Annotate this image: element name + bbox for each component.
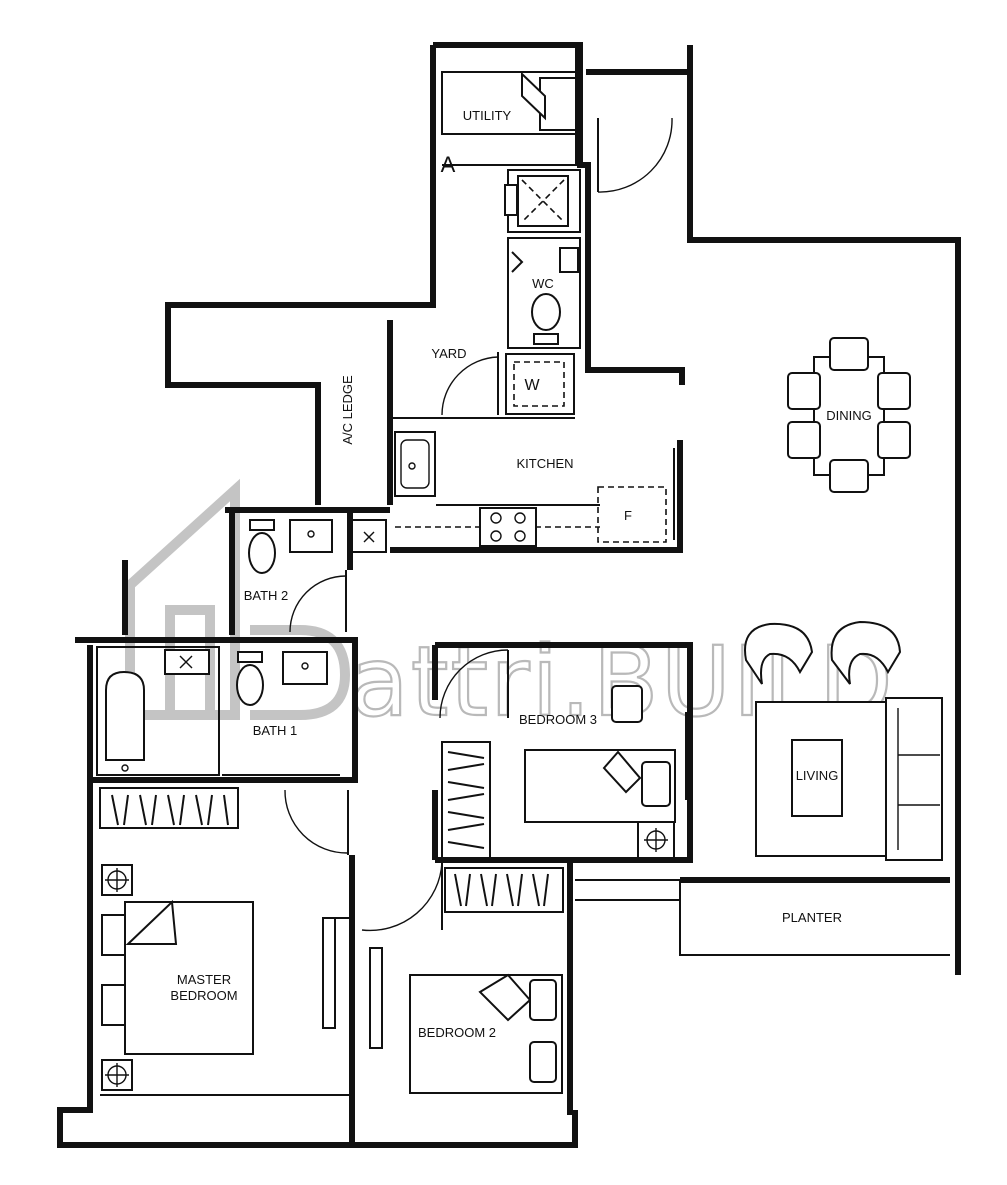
bath-2: BATH 2 <box>244 519 387 633</box>
bath1-label: BATH 1 <box>253 723 298 738</box>
bedroom3-chair <box>611 685 643 723</box>
bath1-cistern <box>237 651 263 663</box>
bath2-basin <box>289 519 333 553</box>
dining-chair <box>829 337 869 371</box>
bedroom-3: BEDROOM 3 <box>441 685 687 861</box>
bath1-shower <box>164 649 210 675</box>
wall-doors <box>322 917 383 1049</box>
bath1-basin <box>282 651 328 685</box>
bedroom2-pillow <box>529 1041 557 1083</box>
bedroom3-label: BEDROOM 3 <box>519 712 597 727</box>
living-label: LIVING <box>796 768 839 783</box>
bedroom3-pillow <box>641 761 671 807</box>
kitchen: F KITCHEN <box>390 417 675 547</box>
washer: W <box>505 353 575 415</box>
dining-chair <box>829 459 869 493</box>
washer-label: W <box>524 377 540 394</box>
yard-label: YARD <box>431 346 466 361</box>
wc-basin <box>559 247 579 273</box>
armchair <box>744 622 814 685</box>
dining-chair <box>787 372 821 410</box>
master-bedroom-label-2: BEDROOM <box>170 988 237 1003</box>
dining: DINING <box>787 337 911 493</box>
armchair <box>830 620 902 685</box>
bedroom3-light-point <box>637 821 675 859</box>
bedroom2-wardrobe-hangers <box>454 873 549 907</box>
coffee-table <box>791 739 843 817</box>
wc-room: WC <box>504 169 581 349</box>
bedroom3-wardrobe-hangers <box>447 751 485 849</box>
dining-chair <box>877 372 911 410</box>
walls <box>57 42 961 1148</box>
bedroom-2: BEDROOM 2 <box>409 867 564 1094</box>
fridge-label: F <box>624 508 632 523</box>
kitchen-hob <box>479 507 537 547</box>
master-bedroom-door <box>284 789 349 855</box>
bath-1: BATH 1 <box>96 646 340 776</box>
sofa <box>885 697 943 861</box>
dining-chair <box>877 421 911 459</box>
master-light-point <box>101 1059 133 1091</box>
bedroom2-pillow <box>529 979 557 1021</box>
ac-ledge-label: A/C LEDGE <box>340 375 355 445</box>
dining-label: DINING <box>826 408 872 423</box>
living: LIVING <box>744 620 943 861</box>
wc-label: WC <box>532 276 554 291</box>
fridge <box>597 486 667 543</box>
wc-toilet <box>531 293 561 331</box>
bedroom2-label: BEDROOM 2 <box>418 1025 496 1040</box>
section-marker-a: A <box>441 152 456 177</box>
master-wardrobe-hangers <box>111 794 229 826</box>
bedroom2-door <box>361 861 443 932</box>
bathtub <box>105 670 145 761</box>
master-bed-sheet <box>125 899 178 945</box>
wc-cistern <box>533 333 559 345</box>
bath1-toilet <box>236 664 264 706</box>
utility-bed-sheet <box>521 71 546 121</box>
dining-chair <box>787 421 821 459</box>
master-light-point <box>101 864 133 896</box>
utility-door <box>597 117 673 193</box>
bath2-label: BATH 2 <box>244 588 289 603</box>
bedroom3-door <box>439 649 509 719</box>
bath2-shower <box>351 519 387 553</box>
utility-label: UTILITY <box>463 108 512 123</box>
bedroom3-bed-sheet <box>602 750 642 794</box>
bath2-toilet <box>248 532 276 574</box>
bath2-cistern <box>249 519 275 531</box>
utility-room: UTILITY A <box>441 71 580 177</box>
kitchen-label: KITCHEN <box>516 456 573 471</box>
yard: YARD <box>431 346 499 416</box>
master-bedroom: MASTER BEDROOM <box>99 787 350 1096</box>
wc-fixture-small <box>504 184 518 216</box>
master-bedroom-label-1: MASTER <box>177 972 231 987</box>
planter-label: PLANTER <box>782 910 842 925</box>
